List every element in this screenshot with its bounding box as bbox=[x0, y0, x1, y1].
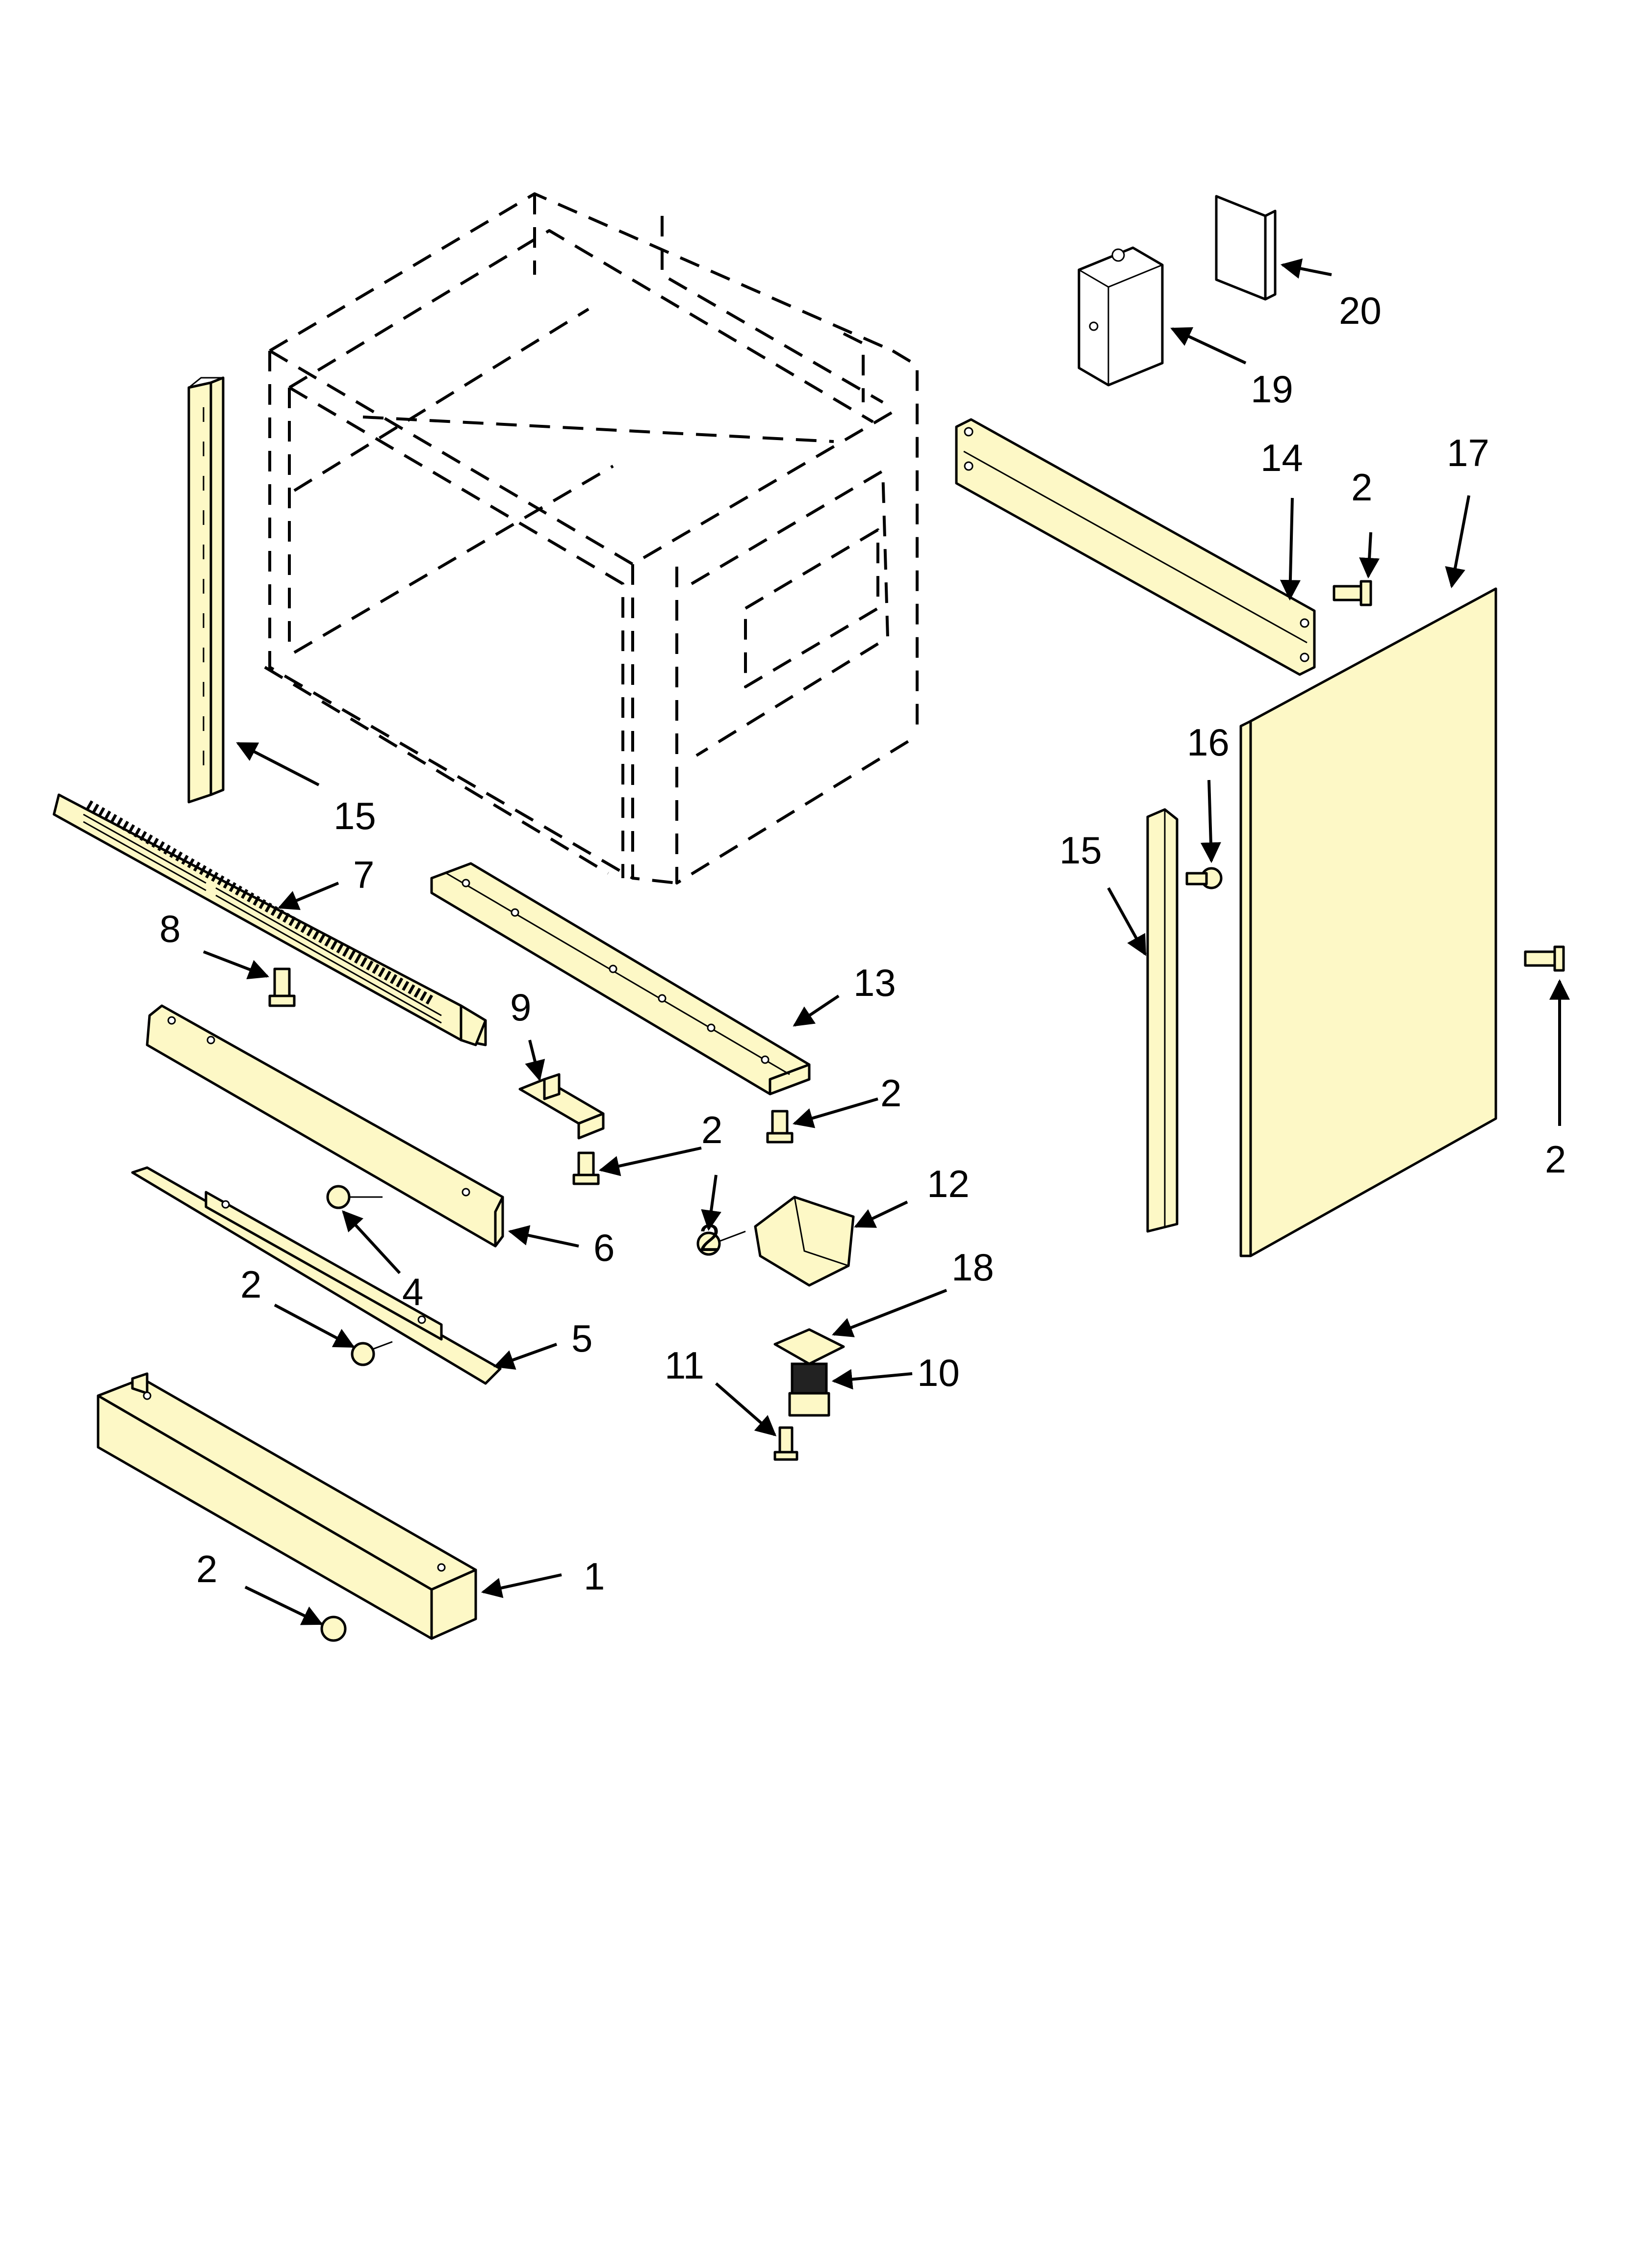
part-2-screw-c bbox=[351, 1341, 393, 1366]
part-17-side-panel bbox=[1239, 587, 1497, 1257]
part-11-screw bbox=[773, 1426, 798, 1461]
callout-2-bracket: 2 bbox=[699, 1216, 720, 1259]
part-19-junction-box bbox=[1078, 246, 1164, 387]
callout-2-kickplate: 2 bbox=[196, 1547, 217, 1590]
callout-15-left: 15 bbox=[334, 794, 376, 837]
callout-13: 13 bbox=[853, 961, 896, 1004]
callout-2-top: 2 bbox=[1351, 466, 1372, 509]
leader-lines bbox=[203, 258, 1570, 1625]
part-14-rail bbox=[955, 418, 1316, 676]
part-15-left-rail bbox=[187, 376, 225, 804]
callout-9: 9 bbox=[510, 986, 531, 1029]
part-2-screw-a bbox=[320, 1616, 347, 1642]
part-2-screw-d bbox=[572, 1151, 600, 1185]
callout-2-rail: 2 bbox=[880, 1071, 901, 1115]
callout-2-strip: 2 bbox=[240, 1263, 261, 1306]
part-4-screw bbox=[326, 1185, 383, 1209]
callout-2-side: 2 bbox=[1545, 1138, 1566, 1181]
callout-20: 20 bbox=[1339, 289, 1382, 332]
callout-15-right: 15 bbox=[1059, 829, 1102, 872]
callout-14: 14 bbox=[1260, 436, 1303, 479]
part-1-kickplate bbox=[97, 1372, 477, 1640]
part-2-screw-b bbox=[766, 1110, 794, 1144]
part-2-screw-g bbox=[1524, 945, 1565, 972]
part-9-clip bbox=[518, 1073, 605, 1140]
callout-1: 1 bbox=[584, 1555, 605, 1598]
callout-18: 18 bbox=[951, 1246, 994, 1289]
part-6-bracket bbox=[146, 1004, 504, 1248]
callout-5: 5 bbox=[571, 1317, 592, 1360]
callout-labels: 1 2 2 2 2 2 2 2 4 5 6 7 8 9 10 11 12 13 … bbox=[159, 289, 1566, 1598]
part-16-screw bbox=[1185, 867, 1223, 889]
part-7-vent-strip bbox=[52, 793, 487, 1046]
callout-10: 10 bbox=[917, 1351, 960, 1394]
callout-2-center: 2 bbox=[701, 1108, 722, 1151]
callout-12: 12 bbox=[927, 1162, 970, 1205]
part-5-strip bbox=[131, 1166, 502, 1385]
part-12-bracket bbox=[754, 1196, 855, 1287]
callout-11: 11 bbox=[665, 1344, 704, 1387]
part-8-screw bbox=[268, 967, 296, 1007]
callout-4: 4 bbox=[402, 1270, 423, 1313]
part-2-screw-e bbox=[696, 1230, 746, 1256]
part-13-rail bbox=[430, 862, 811, 1095]
cabinet-outline bbox=[264, 192, 919, 885]
part-10-leg bbox=[788, 1362, 830, 1417]
callout-6: 6 bbox=[593, 1226, 615, 1269]
part-20-cover-plate bbox=[1215, 195, 1277, 301]
part-2-screw-f bbox=[1333, 580, 1372, 606]
part-18-leg-plate bbox=[773, 1328, 845, 1365]
callout-19: 19 bbox=[1251, 367, 1293, 411]
callout-17: 17 bbox=[1447, 431, 1489, 474]
part-15-right-trim bbox=[1146, 808, 1179, 1233]
callout-8: 8 bbox=[159, 907, 180, 950]
callout-16: 16 bbox=[1187, 721, 1230, 764]
callout-7: 7 bbox=[353, 853, 374, 896]
